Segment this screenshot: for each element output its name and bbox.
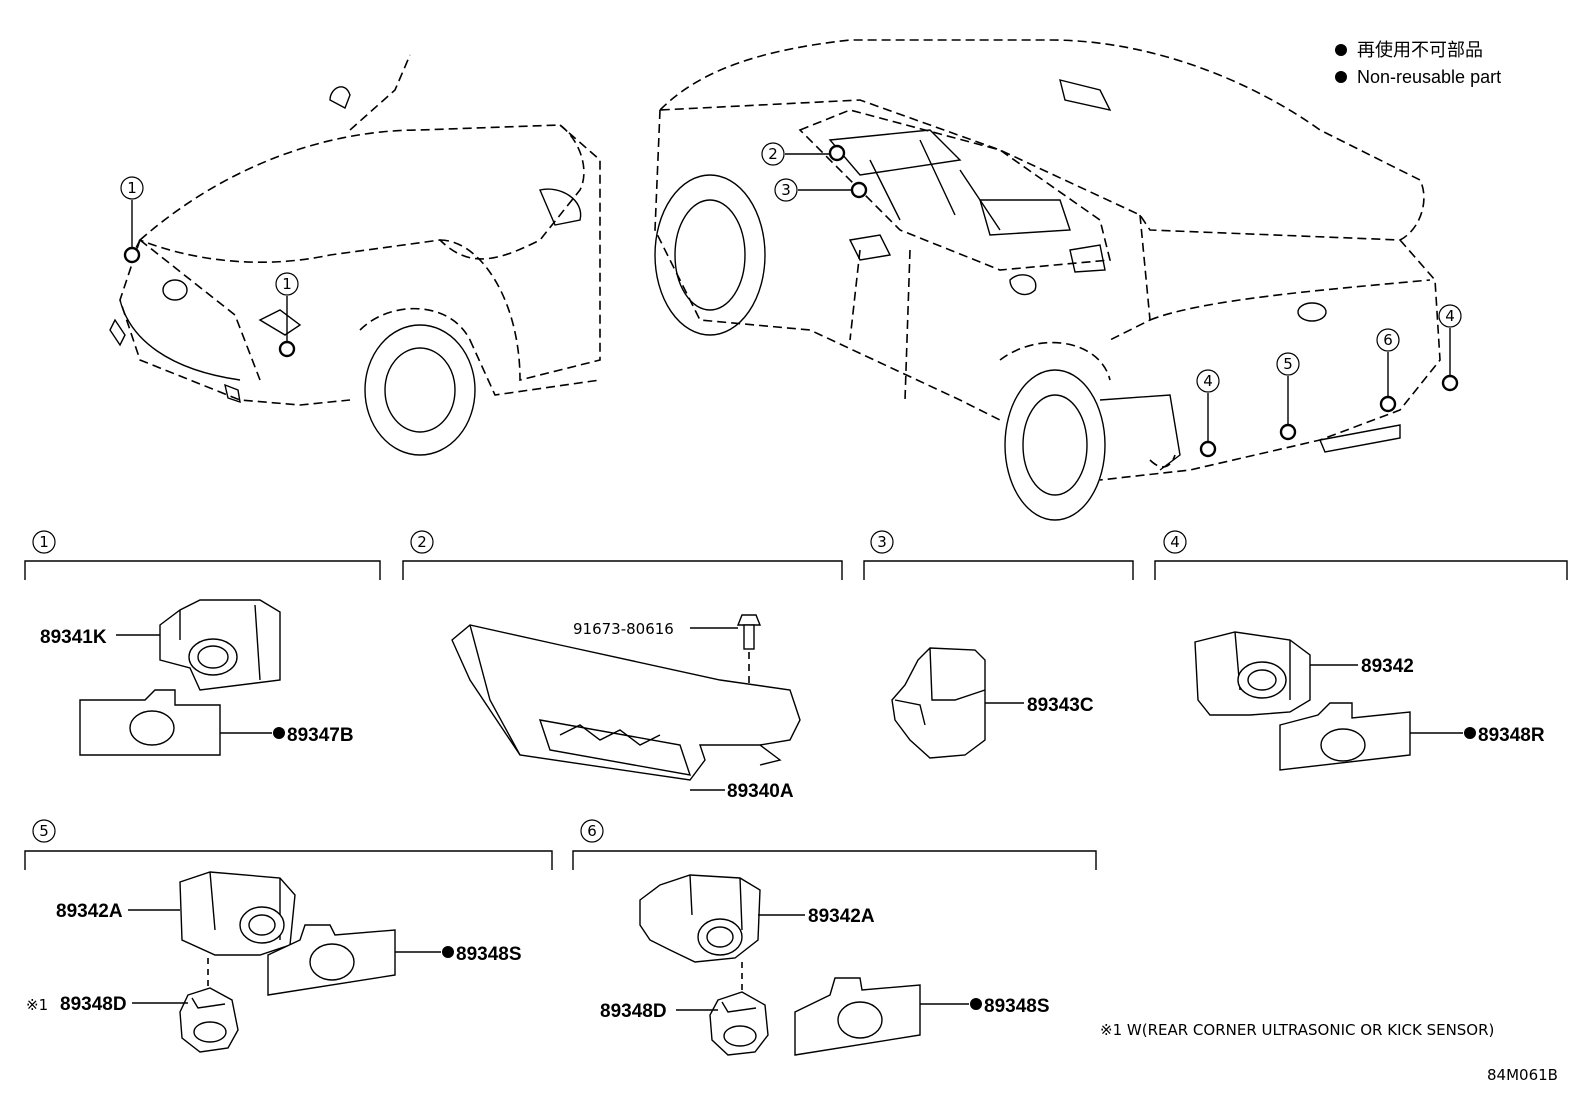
group-number: 4 <box>1170 533 1180 551</box>
callout-number: 4 <box>1445 307 1455 325</box>
group-bracket <box>572 850 1097 870</box>
legend-english: Non-reusable part <box>1357 67 1501 87</box>
callout-front-center: 1 <box>275 272 299 358</box>
callout-rear-2: 2 <box>761 142 846 166</box>
group-bracket <box>24 560 381 580</box>
rear-sensor-89342A <box>639 874 761 963</box>
legend: 再使用不可部品 Non-reusable part <box>1335 40 1501 87</box>
non-reusable-dot-icon <box>1335 71 1347 83</box>
retainer-89348S <box>794 977 921 1056</box>
part-number-89343C: 89343C <box>1027 695 1094 716</box>
retainer-89348S <box>267 924 396 996</box>
control-unit-89340A <box>451 624 801 781</box>
callout-circle-3 <box>774 178 798 202</box>
group-bracket <box>863 560 1134 580</box>
group-bracket <box>1154 560 1568 580</box>
group-number-circle <box>870 530 894 554</box>
group-bracket <box>24 850 553 870</box>
part-number-89340A: 89340A <box>727 781 794 802</box>
callout-circle-4 <box>1196 369 1220 393</box>
legend-japanese: 再使用不可部品 <box>1357 40 1483 60</box>
part-number-91673-80616: 91673-80616 <box>573 620 674 638</box>
retainer-89347B <box>79 689 221 756</box>
sensor-location-marker <box>1279 423 1297 441</box>
part-number-89342: 89342 <box>1361 656 1414 677</box>
callout-circle-1 <box>120 176 144 200</box>
non-reusable-dot-icon <box>1464 727 1476 739</box>
front-vehicle-illustration <box>109 54 601 456</box>
callout-number: 1 <box>127 179 137 197</box>
group-6: 6 89342A 89348D 89348S <box>572 819 1097 1056</box>
sensor-location-marker <box>278 340 296 358</box>
part-number-89341K: 89341K <box>40 627 107 648</box>
group-number: 3 <box>877 533 887 551</box>
group-number-circle <box>32 530 56 554</box>
footnote: ※1 W(REAR CORNER ULTRASONIC OR KICK SENS… <box>1100 1021 1494 1039</box>
front-sensor-89341K <box>159 599 281 691</box>
group-4: 4 89342 89348R <box>1154 530 1568 771</box>
group-number-circle <box>410 530 434 554</box>
callout-rear-4-left: 4 <box>1196 369 1220 458</box>
part-number-89348R: 89348R <box>1478 725 1545 746</box>
callout-rear-5: 5 <box>1276 352 1300 441</box>
callout-number: 3 <box>781 181 791 199</box>
kick-sensor-89348D <box>179 987 239 1053</box>
note-mark: ※1 <box>26 996 48 1014</box>
bolt-91673-80616 <box>736 614 762 650</box>
sensor-location-marker <box>1199 440 1217 458</box>
non-reusable-dot-icon <box>970 998 982 1010</box>
group-number: 6 <box>587 822 597 840</box>
group-number: 1 <box>39 533 49 551</box>
callout-rear-4-right: 4 <box>1438 304 1462 392</box>
part-number-89348D: 89348D <box>600 1001 667 1022</box>
part-number-89342A: 89342A <box>808 906 875 927</box>
callout-circle-1 <box>275 272 299 296</box>
group-5: 5 89342A 89348S ※1 89348D <box>24 819 553 1053</box>
non-reusable-dot-icon <box>1335 44 1347 56</box>
callout-circle-6 <box>1376 328 1400 352</box>
sensor-location-marker <box>1441 374 1459 392</box>
group-bracket <box>402 560 843 580</box>
sensor-89343C <box>891 647 986 759</box>
rear-vehicle-illustration <box>654 39 1441 521</box>
group-number-circle <box>32 819 56 843</box>
callout-circle-5 <box>1276 352 1300 376</box>
group-3: 3 89343C <box>863 530 1134 759</box>
rear-sensor-89342A <box>179 871 296 956</box>
sensor-location-marker <box>123 246 141 264</box>
callout-number: 5 <box>1283 355 1293 373</box>
callout-number: 1 <box>282 275 292 293</box>
callout-front-left: 1 <box>120 176 144 264</box>
callout-number: 4 <box>1203 372 1213 390</box>
part-number-89347B: 89347B <box>287 725 354 746</box>
sensor-location-marker <box>850 181 868 199</box>
group-number: 5 <box>39 822 49 840</box>
rear-sensor-89342 <box>1194 631 1311 716</box>
part-number-89342A: 89342A <box>56 901 123 922</box>
kick-sensor-89348D <box>709 991 769 1056</box>
drawing-code: 84M061B <box>1487 1066 1558 1084</box>
callout-rear-6: 6 <box>1376 328 1400 413</box>
callout-number: 6 <box>1383 331 1393 349</box>
sensor-location-marker <box>828 144 846 162</box>
callout-circle-4 <box>1438 304 1462 328</box>
group-number-circle <box>1163 530 1187 554</box>
sensor-location-marker <box>1379 395 1397 413</box>
group-number: 2 <box>417 533 427 551</box>
part-number-89348S: 89348S <box>456 944 522 965</box>
non-reusable-dot-icon <box>273 727 285 739</box>
part-number-89348D: 89348D <box>60 994 127 1015</box>
retainer-89348R <box>1279 702 1411 771</box>
group-number-circle <box>580 819 604 843</box>
callout-circle-2 <box>761 142 785 166</box>
callout-number: 2 <box>768 145 778 163</box>
non-reusable-dot-icon <box>442 946 454 958</box>
group-2: 2 91673-80616 89340A <box>402 530 843 802</box>
callout-rear-3: 3 <box>774 178 868 202</box>
group-1: 1 89341K 89347B <box>24 530 381 756</box>
part-number-89348S: 89348S <box>984 996 1050 1017</box>
